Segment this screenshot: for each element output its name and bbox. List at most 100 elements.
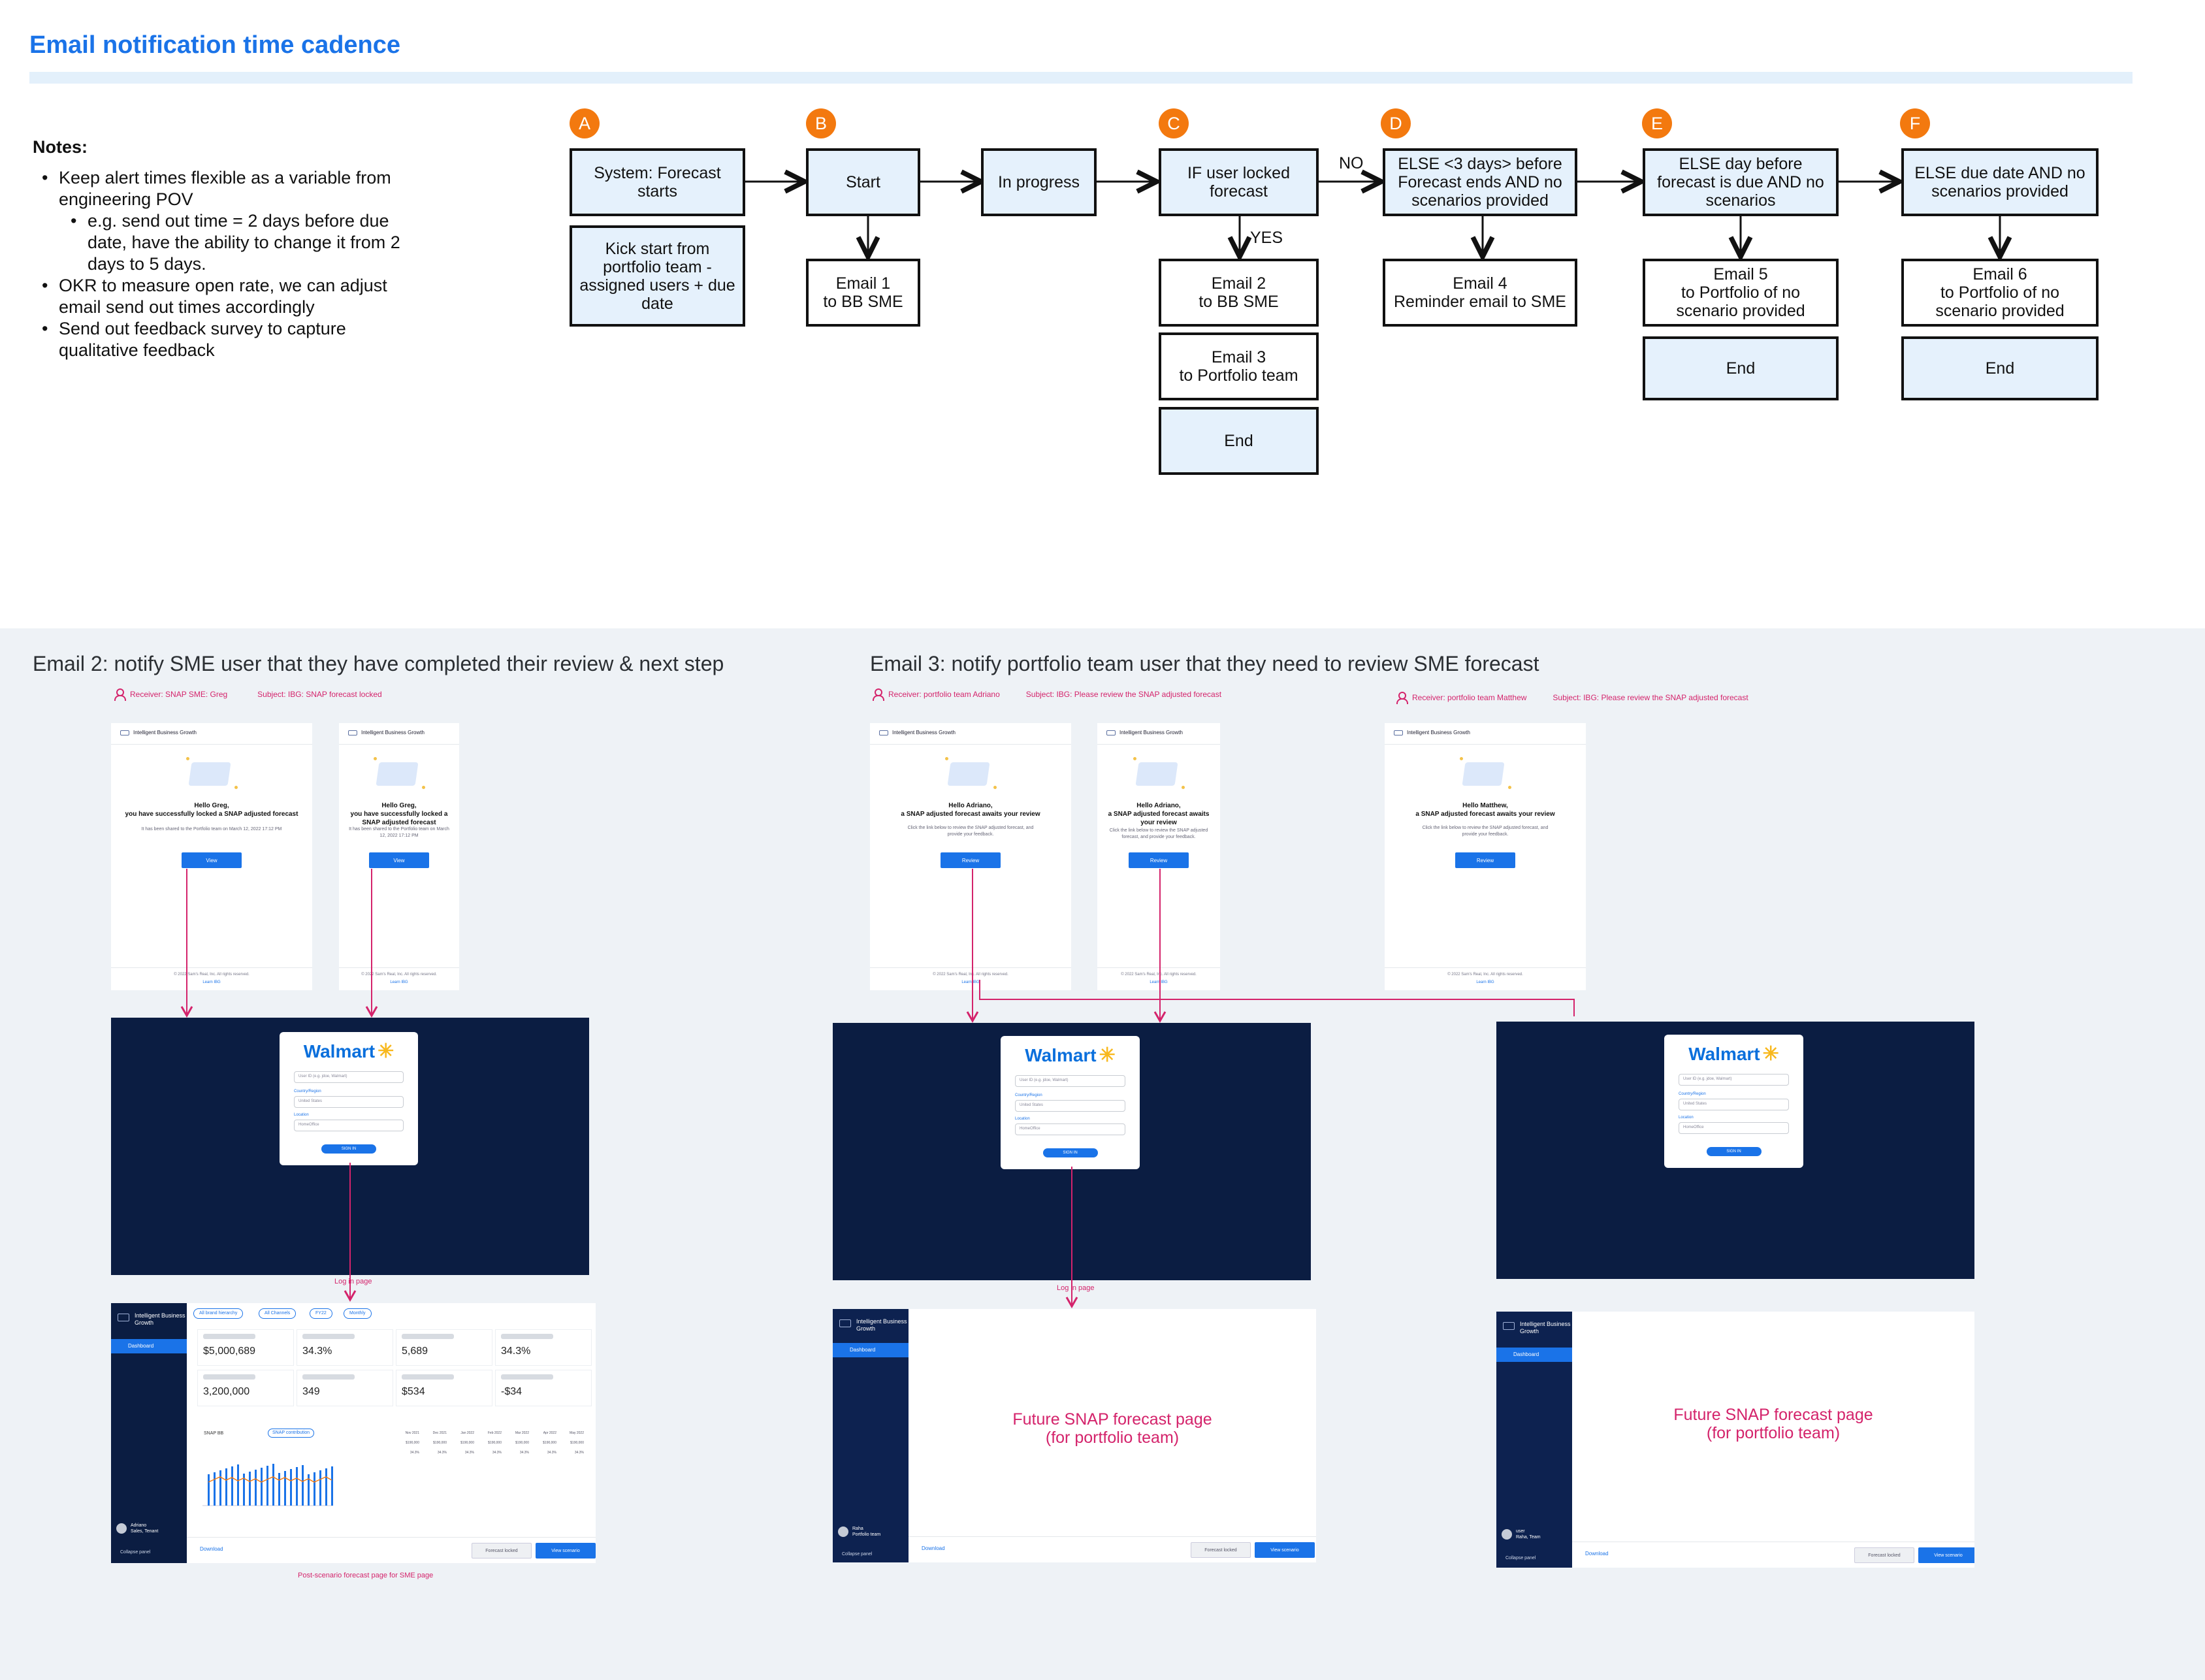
email-body: Click the link below to review the SNAP … bbox=[907, 826, 1034, 837]
chart-bar bbox=[290, 1469, 292, 1506]
filter-chip[interactable]: All Channels bbox=[259, 1308, 297, 1319]
email-preview-card-mobile: Intelligent Business Growth Hello Adrian… bbox=[1097, 723, 1220, 990]
bottom-bar: Download Forecast locked View scenario bbox=[187, 1537, 596, 1563]
chart-bar bbox=[302, 1465, 304, 1506]
table-cell: 34.3% bbox=[574, 1451, 584, 1455]
avatar bbox=[838, 1527, 848, 1537]
sidebar-item-dashboard[interactable]: Dashboard bbox=[111, 1339, 187, 1353]
footer-link[interactable]: Learn IBG bbox=[1476, 980, 1494, 984]
sidebar-item-dashboard[interactable]: Dashboard bbox=[833, 1343, 909, 1357]
node-email6: Email 6 to Portfolio of no scenario prov… bbox=[1901, 259, 2099, 327]
download-link[interactable]: Download bbox=[922, 1545, 945, 1551]
flow-connectors bbox=[745, 0, 2205, 627]
collapse-panel-button[interactable]: Collapse panel bbox=[1505, 1556, 1536, 1560]
sign-in-button[interactable]: SIGN IN bbox=[1706, 1147, 1762, 1156]
forecast-locked-button[interactable]: Forecast locked bbox=[1854, 1547, 1914, 1563]
collapse-panel-button[interactable]: Collapse panel bbox=[842, 1552, 873, 1557]
chart-bar bbox=[325, 1468, 327, 1506]
user-id-input[interactable]: User ID (e.g. jdoe, Walmart) bbox=[1015, 1075, 1125, 1087]
node-system-start: System: Forecast starts bbox=[570, 148, 745, 216]
view-button[interactable]: View bbox=[369, 852, 429, 868]
filter-chip[interactable]: Monthly bbox=[344, 1308, 372, 1319]
email-body: Click the link below to review the SNAP … bbox=[1109, 828, 1208, 839]
email3-receiver-b: Receiver: portfolio team Matthew Subject… bbox=[1396, 692, 1748, 704]
country-select[interactable]: United States bbox=[1015, 1100, 1125, 1112]
download-link[interactable]: Download bbox=[1585, 1551, 1609, 1557]
email3-section-title: Email 3: notify portfolio team user that… bbox=[870, 652, 1539, 675]
footer-link[interactable]: Learn IBG bbox=[202, 980, 221, 984]
country-label: Country/Region bbox=[1679, 1092, 1706, 1096]
divider bbox=[1385, 967, 1586, 968]
chart-bar bbox=[214, 1472, 216, 1506]
spark-icon: ✳ bbox=[378, 1041, 394, 1062]
chart-bar bbox=[266, 1466, 268, 1506]
view-scenario-button[interactable]: View scenario bbox=[1918, 1547, 1974, 1563]
collapse-panel-button[interactable]: Collapse panel bbox=[120, 1550, 151, 1555]
table-cell: $190,000 bbox=[570, 1441, 584, 1445]
view-scenario-button[interactable]: View scenario bbox=[536, 1543, 596, 1559]
view-scenario-button[interactable]: View scenario bbox=[1255, 1542, 1315, 1558]
sidebar-item-dashboard[interactable]: Dashboard bbox=[1496, 1348, 1572, 1362]
step-badge-e: E bbox=[1642, 108, 1672, 138]
dashboard-app: Intelligent Business Growth Dashboard Ad… bbox=[111, 1303, 596, 1563]
portfolio-app: Intelligent Business Growth Dashboard us… bbox=[1496, 1312, 1974, 1568]
node-email1: Email 1 to BB SME bbox=[806, 259, 920, 327]
app-brand: Intelligent Business Growth bbox=[118, 1312, 187, 1327]
review-button[interactable]: Review bbox=[941, 852, 1001, 868]
divider bbox=[339, 744, 459, 745]
table-cell: 34.3% bbox=[464, 1451, 474, 1455]
forecast-locked-button[interactable]: Forecast locked bbox=[1191, 1542, 1251, 1558]
view-button[interactable]: View bbox=[182, 852, 242, 868]
chart-bar bbox=[243, 1474, 245, 1506]
note-item: Send out feedback survey to capture qual… bbox=[42, 318, 421, 361]
chart-bar bbox=[219, 1470, 221, 1506]
brand-logo-icon bbox=[879, 730, 888, 735]
chart-bar bbox=[272, 1464, 274, 1506]
sign-in-button[interactable]: SIGN IN bbox=[321, 1144, 376, 1154]
review-button[interactable]: Review bbox=[1455, 852, 1515, 868]
table-cell: Apr 2022 bbox=[543, 1431, 556, 1435]
walmart-logo: Walmart✳ bbox=[1025, 1044, 1116, 1066]
footer-link[interactable]: Learn IBG bbox=[390, 980, 408, 984]
email-greeting: Hello Matthew, a SNAP adjusted forecast … bbox=[1415, 802, 1555, 818]
country-select[interactable]: United States bbox=[1679, 1099, 1789, 1110]
note-item: Keep alert times flexible as a variable … bbox=[42, 167, 421, 210]
filter-chip[interactable]: FY22 bbox=[310, 1308, 332, 1319]
label-yes: YES bbox=[1250, 229, 1283, 247]
location-select[interactable]: HomeOffice bbox=[1679, 1122, 1789, 1134]
email-brand: Intelligent Business Growth bbox=[120, 730, 197, 735]
app-brand: Intelligent Business Growth bbox=[839, 1318, 909, 1333]
location-select[interactable]: HomeOffice bbox=[294, 1120, 404, 1131]
email-footer: © 2022 Sam's Real, Inc. All rights reser… bbox=[1121, 973, 1197, 977]
email-preview-card: Intelligent Business Growth Hello Adrian… bbox=[870, 723, 1071, 990]
forecast-locked-button[interactable]: Forecast locked bbox=[472, 1543, 532, 1559]
review-button[interactable]: Review bbox=[1129, 852, 1189, 868]
bottom-bar: Download Forecast locked View scenario bbox=[1572, 1542, 1974, 1568]
sign-in-button[interactable]: SIGN IN bbox=[1042, 1148, 1098, 1157]
login-page: Walmart✳ User ID (e.g. jdoe, Walmart) Co… bbox=[111, 1018, 589, 1275]
email-greeting: Hello Adriano, a SNAP adjusted forecast … bbox=[901, 802, 1040, 818]
chart-bar bbox=[261, 1468, 263, 1506]
download-link[interactable]: Download bbox=[200, 1546, 223, 1552]
email3-receiver-a: Receiver: portfolio team Adriano Subject… bbox=[873, 688, 1221, 701]
email-greeting: Hello Adriano, a SNAP adjusted forecast … bbox=[1108, 802, 1210, 826]
node-else-3days: ELSE <3 days> before Forecast ends AND n… bbox=[1383, 148, 1577, 216]
chart-bar bbox=[296, 1467, 298, 1506]
footer-link[interactable]: Learn IBG bbox=[1150, 980, 1168, 984]
user-id-input[interactable]: User ID (e.g. jdoe, Walmart) bbox=[1679, 1074, 1789, 1086]
chart-chip[interactable]: SNAP contribution bbox=[268, 1429, 315, 1438]
laptop-illustration-icon bbox=[1129, 754, 1188, 795]
user-id-input[interactable]: User ID (e.g. jdoe, Walmart) bbox=[294, 1071, 404, 1083]
location-select[interactable]: HomeOffice bbox=[1015, 1123, 1125, 1135]
country-select[interactable]: United States bbox=[294, 1096, 404, 1108]
footer-link[interactable]: Learn IBG bbox=[961, 980, 980, 984]
email-brand: Intelligent Business Growth bbox=[1394, 730, 1470, 735]
filter-chip[interactable]: All brand hierarchy bbox=[193, 1308, 244, 1319]
kpi-card: 349 bbox=[297, 1370, 393, 1406]
